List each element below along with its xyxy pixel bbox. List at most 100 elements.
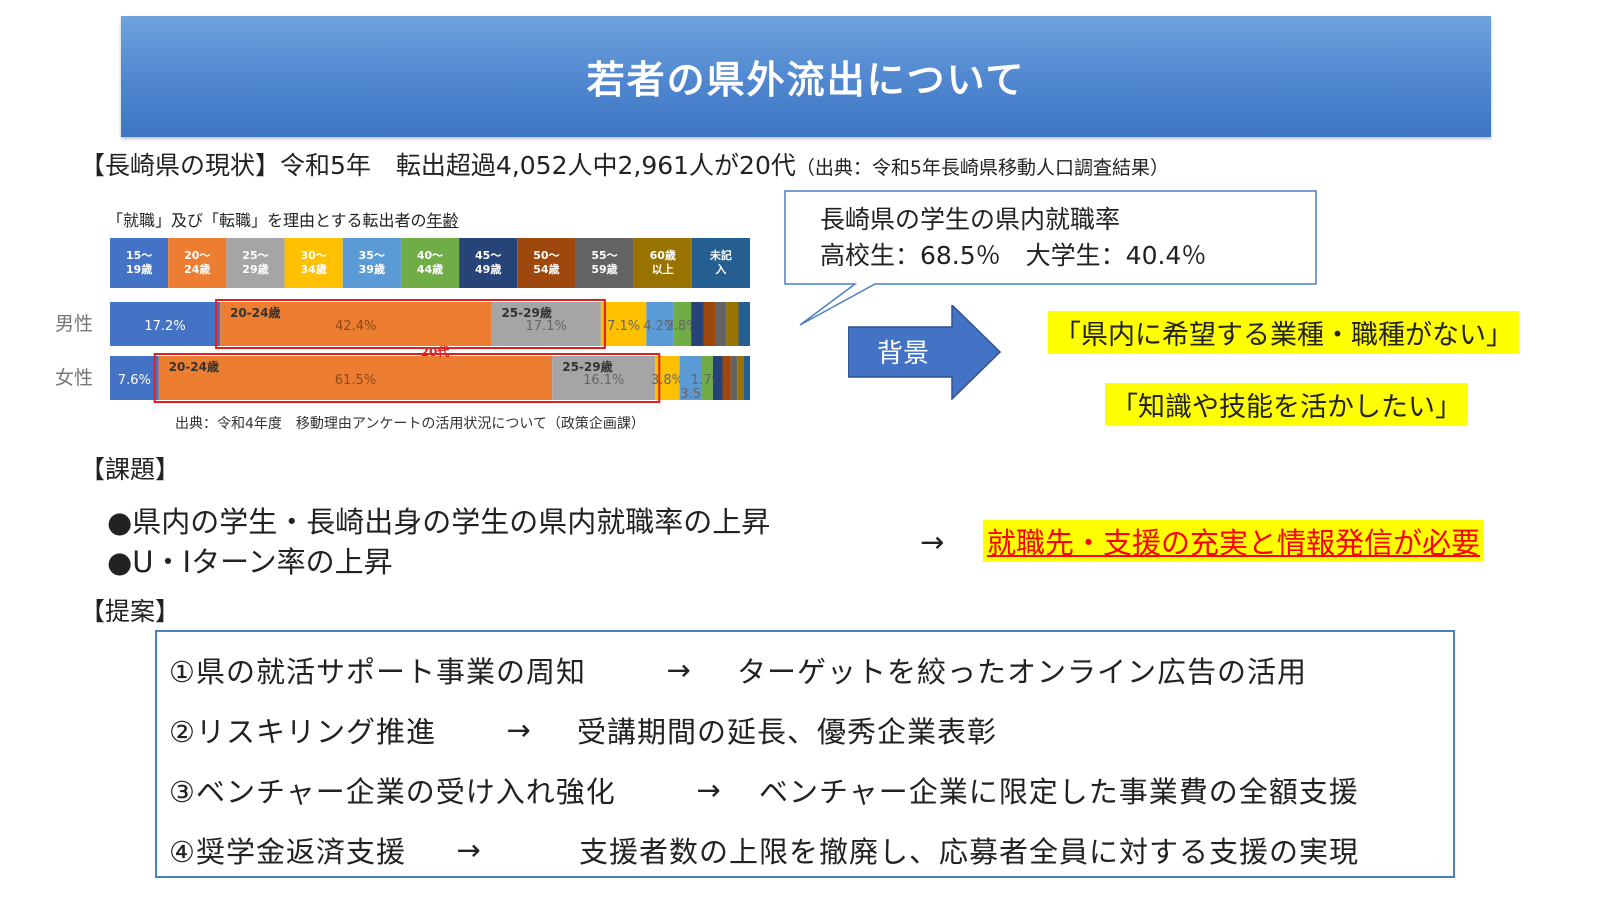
callout-border	[784, 190, 1317, 326]
bar-data-label: 17.1%	[526, 319, 567, 334]
bar-segment	[737, 356, 744, 400]
proposal-3-left: ③ベンチャー企業の受け入れ強化	[169, 775, 616, 809]
bar-data-label: 2.8%	[666, 319, 699, 334]
proposal-2-arrow: →	[506, 713, 532, 747]
reason-1: 「県内に希望する業種・職種がない」	[1048, 311, 1519, 354]
legend-label: 25～29歳	[242, 249, 268, 276]
bar-segment	[673, 302, 692, 346]
page-title: 若者の県外流出について	[586, 58, 1026, 102]
proposal-row: ③ベンチャー企業の受け入れ強化 → ベンチャー企業に限定した事業費の全額支援	[169, 760, 1453, 820]
chart-title-prefix: 「就職」及び「転職」を理由とする転出者の	[107, 211, 427, 230]
legend-label: 30～34歳	[300, 249, 326, 276]
status-source: （出典：令和5年長崎県移動人口調査結果）	[795, 157, 1169, 179]
bar-segment	[726, 302, 739, 346]
status-text: 【長崎県の現状】令和5年 転出超過4,052人中2,961人が20代	[80, 151, 796, 180]
highlight-box	[153, 353, 661, 403]
bar-category-label: 女性	[55, 367, 93, 389]
legend-swatch	[633, 238, 692, 288]
legend-swatch	[575, 238, 634, 288]
callout-shape	[784, 190, 1317, 326]
callout-line2: 高校生：68.5％ 大学生：40.4％	[820, 241, 1207, 270]
bar-segment	[646, 302, 674, 346]
title-banner: 若者の県外流出について	[121, 16, 1491, 137]
legend-swatch	[517, 238, 576, 288]
bar-segment	[730, 356, 738, 400]
bar-segment	[220, 302, 492, 346]
age-stacked-bar-chart: 15～19歳20～24歳25～29歳30～34歳35～39歳40～44歳45～4…	[55, 238, 750, 432]
legend-swatch	[342, 238, 401, 288]
legend-label: 55～59歳	[591, 249, 617, 276]
legend-swatch	[459, 238, 518, 288]
legend-label: 40～44歳	[417, 249, 443, 276]
callout-line1: 長崎県の学生の県内就職率	[820, 205, 1121, 234]
proposal-4-right: 支援者数の上限を撤廃し、応募者全員に対する支援の実現	[579, 835, 1360, 869]
bar-segment	[715, 302, 727, 346]
bar-segment	[110, 302, 221, 346]
bar-segment	[703, 302, 716, 346]
bar-data-label: 16.1%	[583, 373, 624, 388]
legend-label: 20～24歳	[184, 249, 210, 276]
legend-swatch	[110, 238, 169, 288]
chart-title-underlined: 年齢	[426, 211, 459, 230]
proposal-row: ②リスキリング推進 → 受講期間の延長、優秀企業表彰	[169, 700, 1453, 760]
bar-segment	[679, 356, 702, 400]
issue-2: ●U・Iターン率の上昇	[107, 545, 393, 579]
proposal-2-right: 受講期間の延長、優秀企業表彰	[577, 715, 998, 749]
bar-segment	[491, 302, 601, 346]
proposal-1-left: ①県の就活サポート事業の周知	[169, 655, 586, 689]
bar-data-label: 7.6%	[118, 373, 151, 388]
bar-age-label: 20-24歳	[169, 359, 219, 374]
bar-segment	[702, 356, 713, 400]
legend-label: 50～54歳	[533, 249, 559, 276]
bar-segment	[722, 356, 731, 400]
bar-age-label: 20-24歳	[230, 305, 280, 320]
legend-label: 15～19歳	[126, 249, 152, 276]
bar-segment	[712, 356, 723, 400]
proposal-1-right: ターゲットを絞ったオンライン広告の活用	[737, 655, 1308, 689]
proposal-3-right: ベンチャー企業に限定した事業費の全額支援	[759, 775, 1359, 809]
bar-data-label: 4.2%	[643, 319, 676, 334]
arrow-shape	[848, 305, 1002, 400]
proposal-4-left: ④奨学金返済支援	[169, 835, 406, 869]
proposal-row: ④奨学金返済支援 → 支援者数の上限を撤廃し、応募者全員に対する支援の実現	[169, 820, 1453, 880]
highlight-box	[215, 299, 606, 349]
callout-text: 長崎県の学生の県内就職率 高校生：68.5％ 大学生：40.4％	[820, 202, 1206, 274]
bar-data-label: 17.2%	[144, 319, 185, 334]
bar-segment	[552, 356, 656, 400]
bar-segment	[600, 302, 647, 346]
proposal-1-arrow: →	[666, 653, 692, 687]
bar-data-label: 61.5%	[335, 373, 376, 388]
legend-swatch	[400, 238, 460, 288]
bar-segment	[110, 356, 159, 400]
proposals-box: ①県の就活サポート事業の周知 → ターゲットを絞ったオンライン広告の活用 ②リス…	[155, 630, 1455, 878]
bar-data-label: 7.1%	[607, 319, 640, 334]
highlight-group-label: 20代	[421, 344, 450, 359]
legend-swatch	[168, 238, 227, 288]
background-arrow: 背景	[848, 305, 1002, 400]
issues-arrow: →	[920, 525, 945, 559]
issues-conclusion: 就職先・支援の充実と情報発信が必要	[983, 520, 1485, 562]
proposal-3-arrow: →	[696, 773, 722, 807]
bar-segment	[743, 356, 750, 400]
legend-label: 未記入	[709, 248, 732, 276]
bar-category-label: 男性	[55, 313, 93, 335]
reason-2: 「知識や技能を活かしたい」	[1105, 383, 1468, 426]
legend-swatch	[226, 238, 285, 288]
chart-title: 「就職」及び「転職」を理由とする転出者の年齢	[107, 207, 459, 231]
bar-segment	[738, 302, 750, 346]
bar-age-label: 25-29歳	[501, 305, 551, 320]
bar-data-label: 3.8%	[651, 373, 684, 388]
proposal-4-arrow: →	[456, 833, 482, 867]
legend-label: 45～49歳	[475, 249, 501, 276]
legend-label: 60歳以上	[650, 248, 676, 276]
status-line: 【長崎県の現状】令和5年 転出超過4,052人中2,961人が20代（出典：令和…	[80, 146, 1169, 182]
proposal-2-left: ②リスキリング推進	[169, 715, 436, 749]
bar-segment	[158, 356, 553, 400]
issue-1: ●県内の学生・長崎出身の学生の県内就職率の上昇	[107, 505, 771, 539]
issues-heading: 【課題】	[80, 455, 181, 484]
background-label: 背景	[877, 339, 929, 369]
proposals-heading: 【提案】	[80, 597, 181, 626]
bar-segment	[691, 302, 704, 346]
bar-data-label: 42.4%	[335, 319, 376, 334]
issues-list: ●県内の学生・長崎出身の学生の県内就職率の上昇 ●U・Iターン率の上昇	[107, 502, 770, 582]
